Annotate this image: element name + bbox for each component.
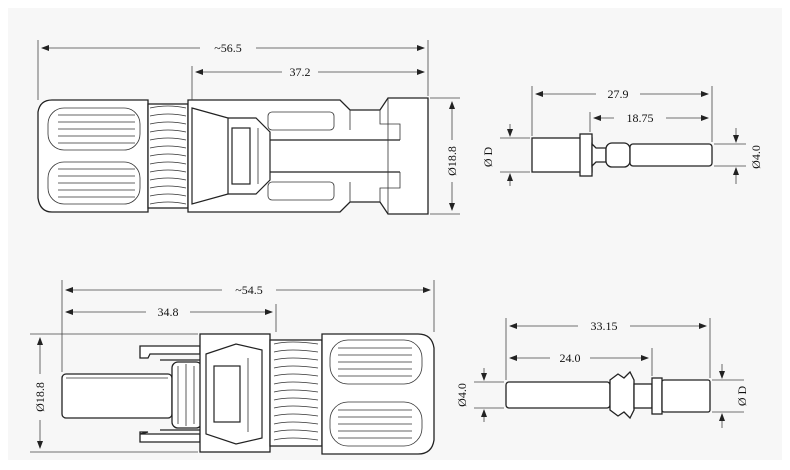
bottom-inner-length-label: 34.8	[158, 305, 179, 319]
pin-overall-length-label: 27.9	[608, 87, 629, 101]
bottom-connector-dimensions	[30, 280, 435, 453]
top-pin-dimensions	[500, 86, 746, 186]
socket-pin-diameter-label: Ø4.0	[455, 383, 469, 407]
bottom-socket-dimensions	[474, 318, 744, 428]
top-overall-length-label: ~56.5	[214, 41, 242, 55]
socket-body-diameter-label: Ø D	[735, 386, 749, 407]
bottom-connector-drawing	[61, 333, 435, 455]
pin-diameter-label: Ø4.0	[749, 145, 763, 169]
top-diameter-label: Ø18.8	[445, 146, 459, 176]
pin-body-diameter-label: Ø D	[481, 147, 495, 168]
top-connector-dimensions	[37, 40, 460, 215]
socket-overall-length-label: 33.15	[591, 319, 618, 333]
top-connector-drawing	[37, 97, 429, 215]
top-pin-drawing	[531, 133, 713, 177]
bottom-overall-length-label: ~54.5	[235, 283, 263, 297]
socket-body-length-label: 24.0	[560, 351, 581, 365]
bottom-diameter-label: Ø18.8	[33, 382, 47, 412]
top-inner-length-label: 37.2	[290, 65, 311, 79]
pin-tip-length-label: 18.75	[627, 111, 654, 125]
bottom-socket-drawing	[505, 370, 711, 420]
